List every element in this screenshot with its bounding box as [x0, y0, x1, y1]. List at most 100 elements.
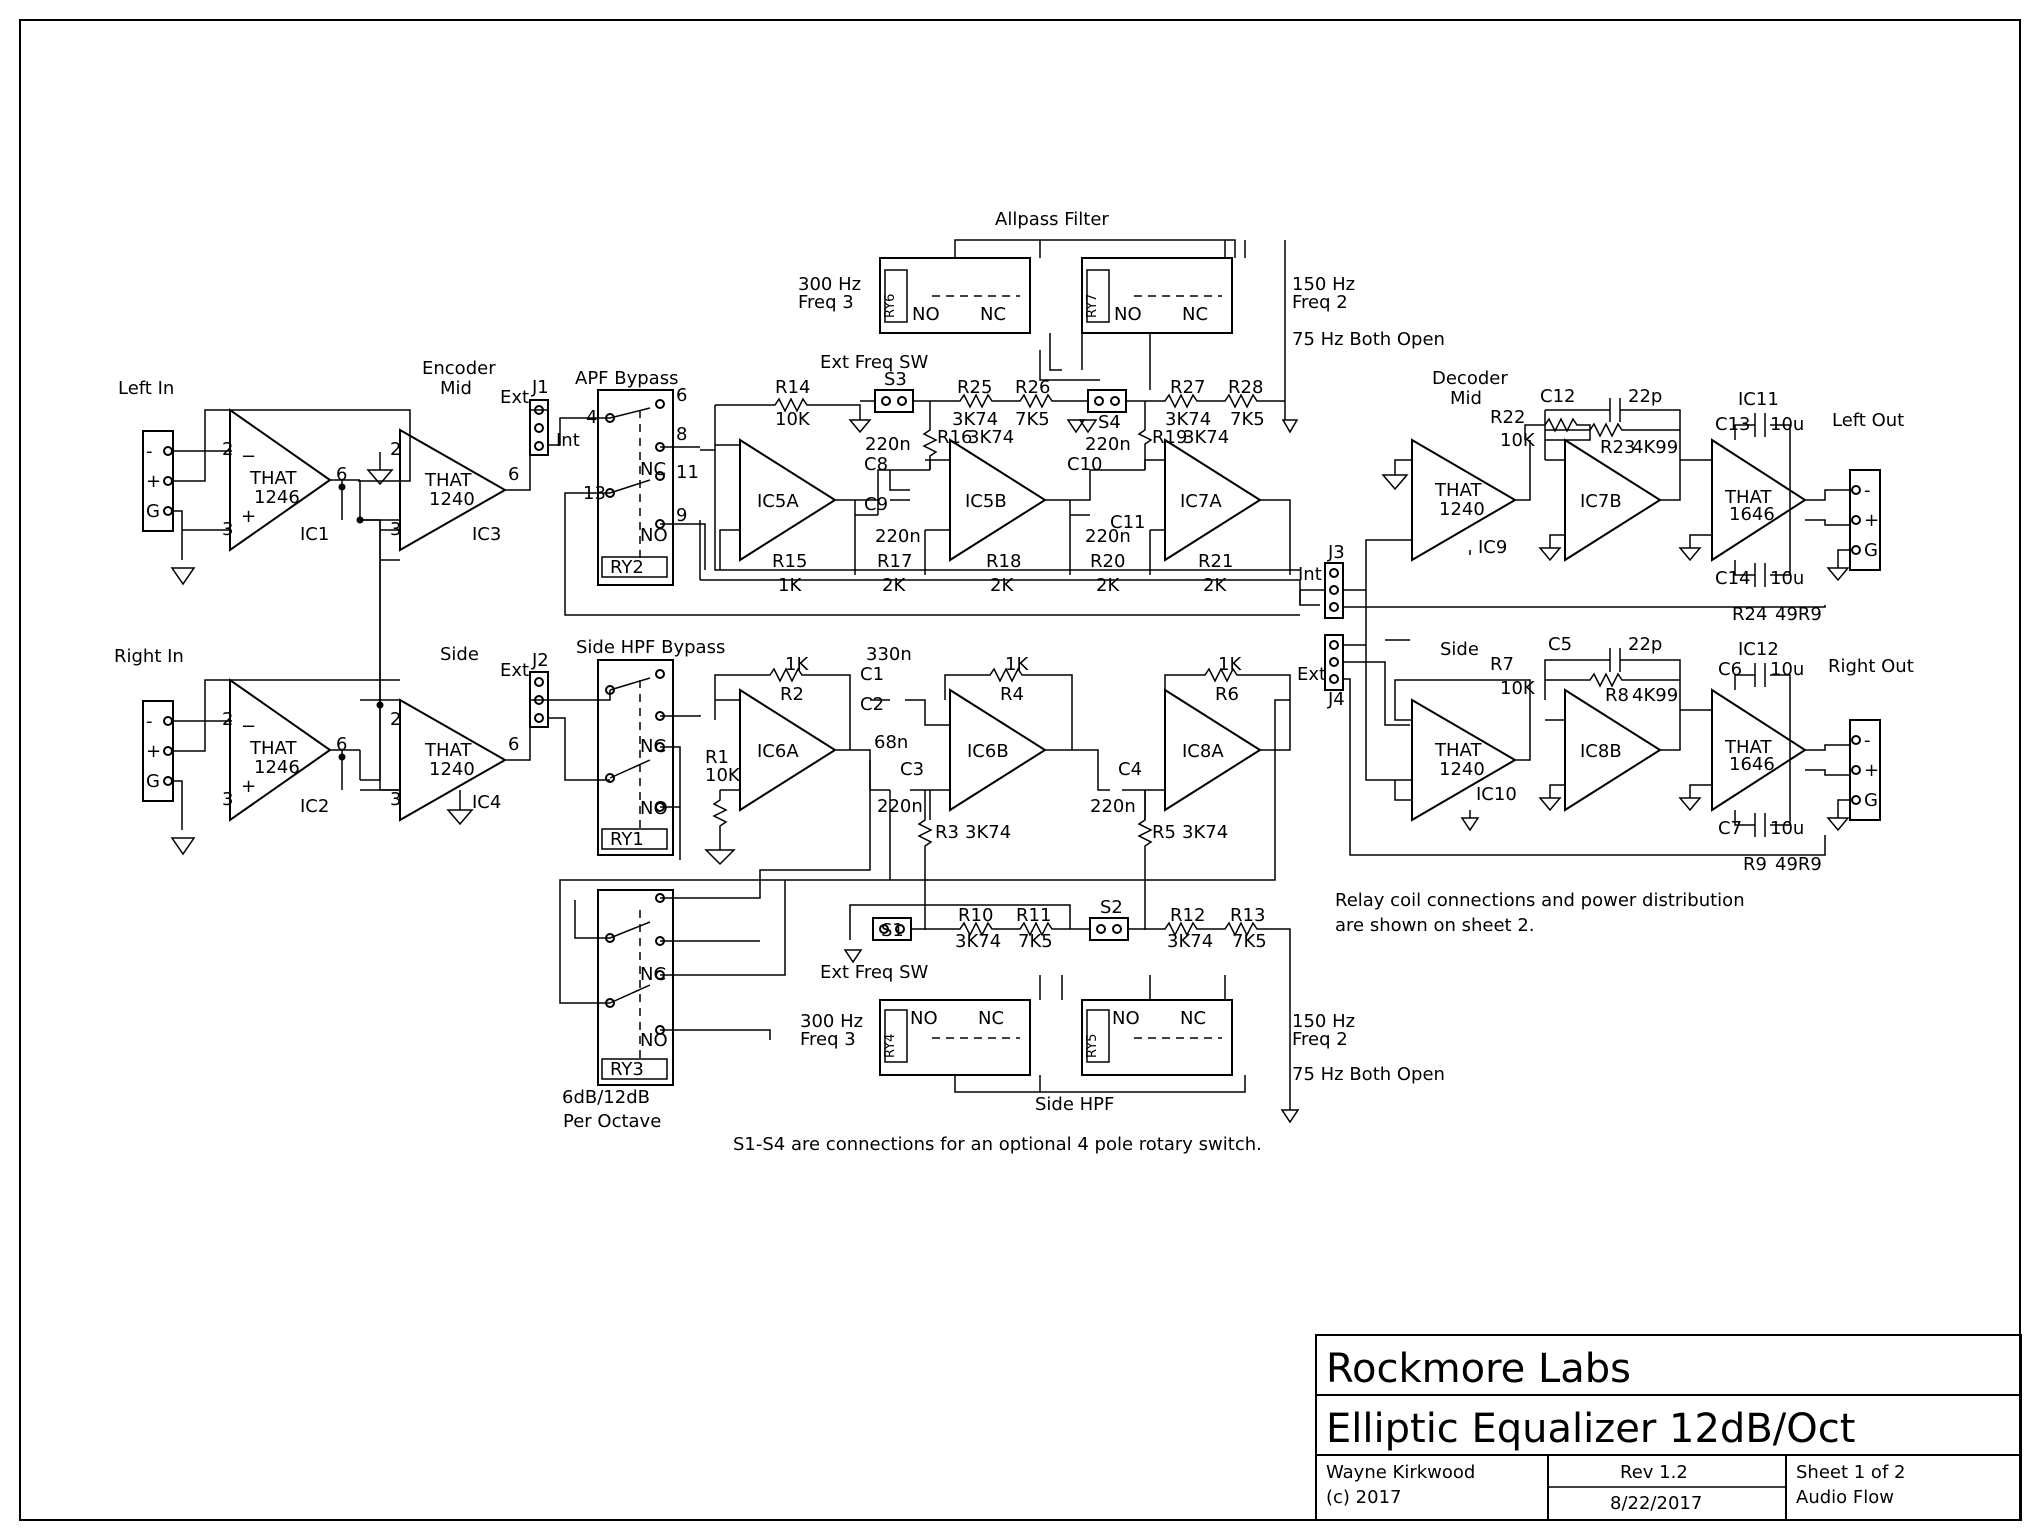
- nc-label: NC: [1180, 1008, 1206, 1029]
- freq3-label-b: 300 Hz: [800, 1011, 863, 1032]
- s2-label: S2: [1100, 897, 1123, 918]
- sheet-title: Audio Flow: [1796, 1487, 1894, 1508]
- side-decoder-label: Side: [1440, 639, 1479, 660]
- no-label: NO: [640, 798, 668, 819]
- right-out-label: Right Out: [1828, 656, 1914, 677]
- pin-label: +: [146, 741, 161, 762]
- ic1-that1246: THAT 1246 IC1 23 −+ 6: [222, 408, 347, 552]
- both-open-label: 75 Hz Both Open: [1292, 329, 1445, 350]
- j2-ext-label: Ext: [500, 660, 529, 681]
- svg-text:−: −: [241, 446, 256, 467]
- svg-text:6: 6: [676, 385, 687, 406]
- c13-label: C13: [1715, 414, 1750, 435]
- nc-label: NC: [980, 304, 1006, 325]
- pin-label: -: [1864, 480, 1871, 501]
- pin-label: G: [1864, 790, 1878, 811]
- j1-ext-label: Ext: [500, 387, 529, 408]
- ic10-part: THAT: [1434, 740, 1482, 761]
- r10-label: R10: [958, 905, 993, 926]
- j3-label: J3: [1327, 542, 1345, 563]
- r2-value: 1K: [785, 654, 809, 675]
- ry5-label: RY5: [1085, 1034, 1100, 1058]
- ic6b-label: IC6B: [967, 741, 1009, 762]
- nc-label: NC: [1182, 304, 1208, 325]
- c11-value: 220n: [1085, 526, 1131, 547]
- c7-value: 10u: [1770, 818, 1804, 839]
- ic12-part: THAT: [1724, 737, 1772, 758]
- freq3-label: 300 Hz: [798, 274, 861, 295]
- ic12-num: 1646: [1729, 754, 1775, 775]
- r11-label: R11: [1016, 905, 1051, 926]
- r22-value: 10K: [1500, 430, 1536, 451]
- slope-label-2: Per Octave: [563, 1111, 661, 1132]
- ic3-part: THAT: [424, 470, 472, 491]
- c11-label: C11: [1110, 512, 1145, 533]
- left-out-connector: Left Out - + G: [1832, 410, 1904, 571]
- j1-connector: J1 Ext Int: [500, 377, 580, 456]
- ic1-num: 1246: [254, 487, 300, 508]
- left-in-connector: Left In - + G: [118, 378, 174, 532]
- r13-value: 7K5: [1232, 931, 1267, 952]
- ic5b-label: IC5B: [965, 491, 1007, 512]
- j2-label: J2: [531, 650, 549, 671]
- ic5a-label: IC5A: [757, 491, 799, 512]
- r4-label: R4: [1000, 684, 1024, 705]
- ic8a-opamp: IC8A: [1164, 688, 1262, 812]
- svg-text:+: +: [241, 506, 256, 527]
- j3-int-label: Int: [1298, 564, 1322, 585]
- r20-label: R20: [1090, 551, 1125, 572]
- svg-text:3: 3: [222, 519, 233, 540]
- ry3-label: RY3: [610, 1059, 644, 1080]
- ic6a-opamp: IC6A: [739, 688, 837, 812]
- ic4-num: 1240: [429, 759, 475, 780]
- side-label: Side: [440, 644, 479, 665]
- r3-label: R3: [935, 822, 959, 843]
- ic2-num: 1246: [254, 757, 300, 778]
- c4-label: C4: [1118, 759, 1142, 780]
- ic3-num: 1240: [429, 489, 475, 510]
- r12-value: 3K74: [1167, 931, 1213, 952]
- c7-label: C7: [1718, 818, 1742, 839]
- no-label: NO: [640, 525, 668, 546]
- r27-label: R27: [1170, 377, 1205, 398]
- r23-label: R23: [1600, 437, 1635, 458]
- freq2-label: 150 Hz: [1292, 274, 1355, 295]
- c1-value: 330n: [866, 644, 912, 665]
- c12-value: 22p: [1628, 386, 1662, 407]
- svg-text:+: +: [241, 776, 256, 797]
- r10-value: 3K74: [955, 931, 1001, 952]
- ry4-label: RY4: [883, 1034, 898, 1058]
- nc-label: NC: [978, 1008, 1004, 1029]
- ic12-that1646: THAT 1646 IC12: [1711, 639, 1807, 812]
- j4-label: J4: [1327, 689, 1345, 710]
- ic11-num: 1646: [1729, 504, 1775, 525]
- no-label: NO: [640, 1030, 668, 1051]
- r21-label: R21: [1198, 551, 1233, 572]
- nc-label: NC: [640, 736, 666, 757]
- c3-value: 220n: [877, 796, 923, 817]
- c12-label: C12: [1540, 386, 1575, 407]
- c3-label: C3: [900, 759, 924, 780]
- pin-label: -: [1864, 730, 1871, 751]
- r13-label: R13: [1230, 905, 1265, 926]
- freq2-sublabel-b: Freq 2: [1292, 1029, 1348, 1050]
- r12-label: R12: [1170, 905, 1205, 926]
- ic9-num: 1240: [1439, 499, 1485, 520]
- r21-value: 2K: [1203, 575, 1227, 596]
- r6-label: R6: [1215, 684, 1239, 705]
- r16-label: R16: [937, 427, 972, 448]
- svg-text:−: −: [241, 716, 256, 737]
- ic9-ref: IC9: [1478, 537, 1507, 558]
- r26-label: R26: [1015, 377, 1050, 398]
- j3-connector: J3 Int: [1298, 542, 1345, 619]
- c14-label: C14: [1715, 568, 1750, 589]
- r1-label: R1: [705, 747, 729, 768]
- no-label: NO: [1114, 304, 1142, 325]
- pin-label: G: [146, 501, 160, 522]
- r27-value: 3K74: [1165, 409, 1211, 430]
- svg-text:6: 6: [508, 464, 519, 485]
- r14-label: R14: [775, 377, 810, 398]
- ext-freq-sw-label-bottom: Ext Freq SW: [820, 962, 929, 983]
- j4-ext-label: Ext: [1297, 664, 1326, 685]
- apf-bypass-relay: APF Bypass RY2 NC NO 46 811 139: [575, 368, 699, 586]
